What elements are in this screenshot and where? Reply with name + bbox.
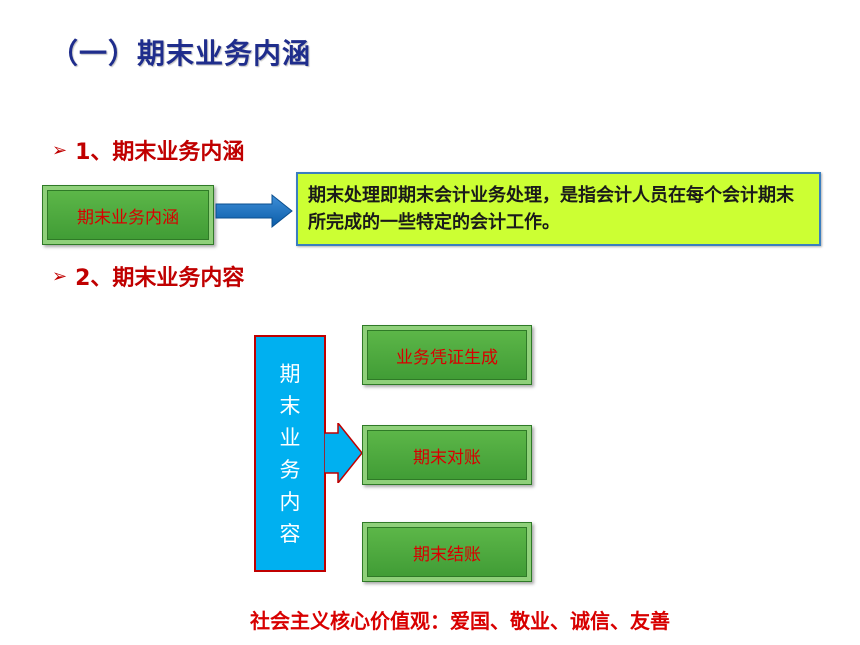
section1-heading-text: 1、期末业务内涵: [75, 140, 245, 165]
right-arrow-icon: [215, 193, 293, 229]
section2-heading: ➢ 2、期末业务内容: [52, 260, 244, 292]
content-main-box: 期 末 业 务 内 容: [254, 335, 326, 572]
content-item-closing: 期末结账: [362, 522, 532, 582]
section2-heading-text: 2、期末业务内容: [75, 266, 245, 291]
main-char: 务: [279, 457, 301, 482]
page-title: （一）期末业务内涵: [50, 37, 312, 70]
main-char: 期: [279, 361, 301, 386]
content-item-reconciliation: 期末对账: [362, 425, 532, 485]
section1-heading: ➢ 1、期末业务内涵: [52, 134, 244, 166]
arrow-bullet-icon: ➢: [52, 265, 68, 287]
content-item-label: 期末结账: [413, 544, 481, 565]
main-char: 业: [279, 425, 301, 450]
concept-box: 期末业务内涵: [42, 185, 214, 245]
concept-box-label: 期末业务内涵: [77, 207, 179, 228]
content-item-label: 期末对账: [413, 447, 481, 468]
main-char: 容: [279, 521, 301, 546]
arrow-bullet-icon: ➢: [52, 139, 68, 161]
core-values-footer: 社会主义核心价值观：爱国、敬业、诚信、友善: [250, 609, 670, 633]
main-char: 末: [279, 393, 301, 418]
content-item-label: 业务凭证生成: [396, 347, 498, 368]
definition-box: 期末处理即期末会计业务处理，是指会计人员在每个会计期末所完成的一些特定的会计工作…: [296, 172, 821, 246]
content-item-voucher: 业务凭证生成: [362, 325, 532, 385]
chevron-right-icon: [324, 423, 363, 483]
main-char: 内: [279, 489, 301, 514]
